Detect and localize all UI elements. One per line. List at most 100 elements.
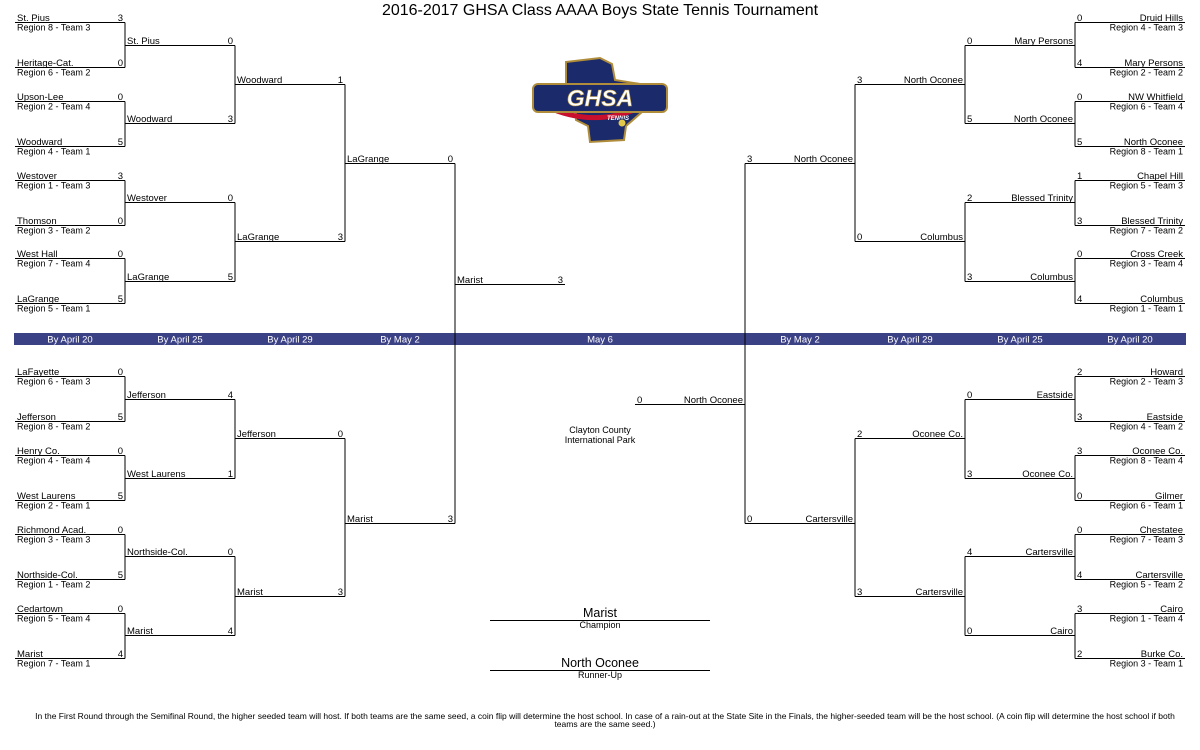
score: 5 <box>118 137 123 148</box>
footnote-line-2: teams are the same seed.) <box>554 719 655 729</box>
score: 3 <box>448 514 453 525</box>
team-name: Cedartown <box>17 604 63 615</box>
ghsa-logo: GHSA TENNIS <box>532 56 668 144</box>
seed-label: Region 3 - Team 2 <box>17 226 90 236</box>
score: 0 <box>967 36 972 47</box>
score: 3 <box>1077 446 1082 457</box>
team-name: Woodward <box>17 137 62 148</box>
score: 0 <box>1077 92 1082 103</box>
team-name: Blessed Trinity <box>1011 193 1073 204</box>
seed-label: Region 6 - Team 4 <box>1110 102 1183 112</box>
team-name: LaGrange <box>127 272 169 283</box>
score: 0 <box>448 154 453 165</box>
seed-label: Region 2 - Team 4 <box>17 102 90 112</box>
team-name: Mary Persons <box>1014 36 1073 47</box>
score: 3 <box>228 114 233 125</box>
score: 3 <box>1077 216 1082 227</box>
team-name: Cartersville <box>805 514 853 525</box>
score: 4 <box>228 626 233 637</box>
team-name: Heritage-Cat. <box>17 58 74 69</box>
score: 4 <box>1077 294 1082 305</box>
score: 3 <box>1077 412 1082 423</box>
final-team-right: North Oconee <box>684 395 743 406</box>
seed-label: Region 8 - Team 1 <box>1110 147 1183 157</box>
team-name: Blessed Trinity <box>1121 216 1183 227</box>
seed-label: Region 7 - Team 1 <box>17 659 90 669</box>
team-name: West Hall <box>17 249 57 260</box>
team-name: Oconee Co. <box>912 429 963 440</box>
score: 3 <box>118 13 123 24</box>
team-name: Mary Persons <box>1124 58 1183 69</box>
seed-label: Region 5 - Team 3 <box>1110 181 1183 191</box>
score: 1 <box>1077 171 1082 182</box>
seed-label: Region 7 - Team 2 <box>1110 226 1183 236</box>
score: 0 <box>1077 13 1082 24</box>
score: 0 <box>1077 249 1082 260</box>
seed-label: Region 4 - Team 3 <box>1110 23 1183 33</box>
team-name: Jefferson <box>237 429 276 440</box>
round-date-label: By May 2 <box>380 335 420 346</box>
score: 3 <box>338 587 343 598</box>
seed-label: Region 6 - Team 2 <box>17 68 90 78</box>
team-name: Cartersville <box>1025 547 1073 558</box>
round-date-label: By April 25 <box>157 335 202 346</box>
team-name: Marist <box>127 626 153 637</box>
round-date-label: By April 20 <box>1107 335 1152 346</box>
team-name: LaGrange <box>237 232 279 243</box>
team-name: Northside-Col. <box>127 547 188 558</box>
team-name: Howard <box>1150 367 1183 378</box>
score: 0 <box>857 232 862 243</box>
seed-label: Region 5 - Team 4 <box>17 614 90 624</box>
seed-label: Region 1 - Team 1 <box>1110 304 1183 314</box>
team-name: Marist <box>17 649 43 660</box>
team-name: Westover <box>127 193 167 204</box>
score: 0 <box>118 249 123 260</box>
score: 4 <box>118 649 123 660</box>
seed-label: Region 5 - Team 1 <box>17 304 90 314</box>
seed-label: Region 2 - Team 2 <box>1110 68 1183 78</box>
logo-subtext: TENNIS <box>607 116 629 122</box>
team-name: Woodward <box>127 114 172 125</box>
score: 0 <box>118 604 123 615</box>
runner-up-label: Runner-Up <box>578 670 622 680</box>
team-name: Columbus <box>1030 272 1073 283</box>
footnote-line-1: In the First Round through the Semifinal… <box>35 711 1175 721</box>
seed-label: Region 3 - Team 1 <box>1110 659 1183 669</box>
score: 0 <box>1077 491 1082 502</box>
score: 3 <box>967 469 972 480</box>
team-name: Oconee Co. <box>1022 469 1073 480</box>
score: 4 <box>967 547 972 558</box>
score: 5 <box>118 570 123 581</box>
team-name: Richmond Acad. <box>17 525 86 536</box>
seed-label: Region 8 - Team 3 <box>17 23 90 33</box>
score: 2 <box>1077 367 1082 378</box>
team-name: Chapel Hill <box>1137 171 1183 182</box>
score: 5 <box>228 272 233 283</box>
score: 5 <box>1077 137 1082 148</box>
team-name: Burke Co. <box>1141 649 1183 660</box>
round-date-label: By May 2 <box>780 335 820 346</box>
seed-label: Region 6 - Team 3 <box>17 377 90 387</box>
final-score-right: 0 <box>637 395 642 406</box>
team-name: Columbus <box>920 232 963 243</box>
seed-label: Region 2 - Team 3 <box>1110 377 1183 387</box>
team-name: Marist <box>347 514 373 525</box>
team-name: Gilmer <box>1155 491 1183 502</box>
page-title: 2016-2017 GHSA Class AAAA Boys State Ten… <box>382 2 819 19</box>
team-name: Columbus <box>1140 294 1183 305</box>
score: 0 <box>967 390 972 401</box>
team-name: Jefferson <box>127 390 166 401</box>
seed-label: Region 1 - Team 3 <box>17 181 90 191</box>
team-name: Henry Co. <box>17 446 60 457</box>
team-name: Eastside <box>1037 390 1073 401</box>
score: 5 <box>967 114 972 125</box>
venue-line-1: Clayton County <box>569 425 631 435</box>
team-name: Woodward <box>237 75 282 86</box>
score: 0 <box>118 525 123 536</box>
seed-label: Region 4 - Team 1 <box>17 147 90 157</box>
score: 0 <box>1077 525 1082 536</box>
score: 0 <box>228 547 233 558</box>
score: 5 <box>118 491 123 502</box>
score: 5 <box>118 412 123 423</box>
